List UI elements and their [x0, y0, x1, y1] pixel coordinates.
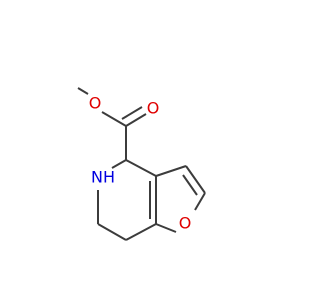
bond-carbonyl-double-1 [125, 113, 147, 127]
bond-c3a-c4 [125, 159, 157, 177]
ester-ether-oxygen-label: O [89, 94, 102, 113]
structure-canvas: O O NH O [77, 87, 206, 241]
bond-c3-c2 [185, 165, 206, 194]
furan-oxygen-label: O [179, 214, 192, 233]
ester-carbonyl-oxygen-label: O [147, 99, 160, 118]
amine-nitrogen-label: NH [91, 168, 115, 187]
bond-carbonyl-double-2 [121, 106, 143, 120]
bond-c3a-c3 [155, 165, 187, 177]
molecule-drawing: O O NH O [77, 87, 206, 241]
bond-methyl-o [77, 87, 89, 95]
bond-c4-n [111, 159, 127, 169]
bond-c6-c7 [97, 223, 127, 241]
bond-c7-c7a [125, 223, 157, 241]
bond-c2-o [194, 192, 206, 211]
bond-o-c7a [155, 223, 177, 233]
bond-c3-c2-inner [182, 174, 198, 196]
bond-o-carbonyl [101, 111, 127, 127]
